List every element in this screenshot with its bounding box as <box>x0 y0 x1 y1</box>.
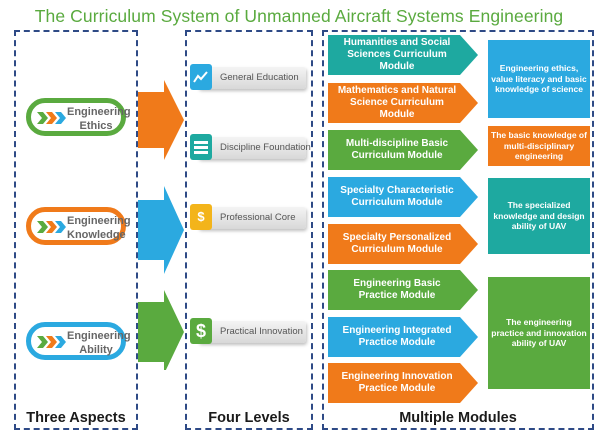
list-icon <box>190 134 212 160</box>
blue-arrow <box>138 186 184 274</box>
outcome-practice-innovation: The engineering practice and innovation … <box>488 277 590 389</box>
dollar-icon: $ <box>190 318 212 344</box>
chevron-arrows-icon <box>37 221 66 233</box>
levels-column: Four Levels <box>185 30 313 430</box>
aspects-column-label: Three Aspects <box>26 410 126 426</box>
chevron-arrows-icon <box>37 112 66 124</box>
dollar-icon: $ <box>190 204 212 230</box>
aspect-line1: Engineering <box>67 106 131 118</box>
outcome-multidisciplinary: The basic knowledge of multi-disciplinar… <box>488 126 590 166</box>
outcome-specialized-knowledge: The specialized knowledge and design abi… <box>488 178 590 254</box>
diagram-title: The Curriculum System of Unmanned Aircra… <box>34 6 564 26</box>
level-label: Discipline Foundation <box>220 142 311 153</box>
aspect-line2: Ability <box>79 344 113 356</box>
aspect-line2: Ethics <box>79 120 113 132</box>
aspects-column: Three Aspects <box>14 30 138 430</box>
level-general-education: General Education <box>190 64 306 90</box>
outcome-ethics-science: Engineering ethics, value literacy and b… <box>488 40 590 118</box>
aspect-arrows <box>138 80 184 370</box>
levels-column-label: Four Levels <box>208 410 290 426</box>
green-arrow <box>138 290 184 370</box>
orange-arrow <box>138 80 184 160</box>
level-discipline-foundation: Discipline Foundation <box>190 134 311 160</box>
modules-column: Multiple Modules <box>322 30 594 430</box>
chart-icon <box>190 64 212 90</box>
level-label: General Education <box>220 72 299 83</box>
aspect-line2: Knowledge <box>67 229 126 241</box>
modules-column-label: Multiple Modules <box>399 410 517 426</box>
chevron-arrows-icon <box>37 336 66 348</box>
level-label: Practical Innovation <box>220 326 303 337</box>
level-label: Professional Core <box>220 212 296 223</box>
level-professional-core: Professional Core $ <box>190 204 306 230</box>
level-practical-innovation: Practical Innovation $ <box>190 318 306 344</box>
aspect-line1: Engineering <box>67 215 131 227</box>
aspect-line1: Engineering <box>67 330 131 342</box>
